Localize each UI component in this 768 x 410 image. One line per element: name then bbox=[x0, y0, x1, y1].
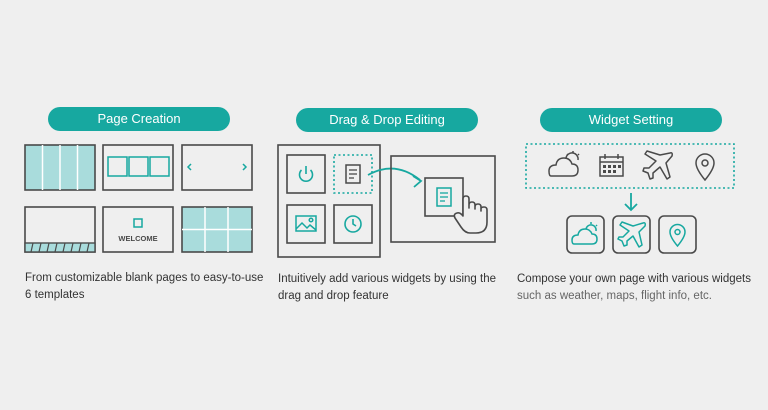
slider-template bbox=[181, 144, 253, 191]
document-icon bbox=[345, 164, 361, 184]
airplane-icon bbox=[642, 150, 673, 180]
widget-panel bbox=[277, 144, 381, 258]
footer-grid-template bbox=[24, 206, 96, 253]
page-creation-description: From customizable blank pages to easy-to… bbox=[25, 272, 264, 301]
widget-setting-description: Compose your own page with various widge… bbox=[517, 271, 757, 305]
dropped-document-icon bbox=[436, 187, 452, 207]
welcome-template: WELCOME bbox=[102, 206, 174, 253]
drag-drop-description: Intuitively add various widgets by using… bbox=[278, 273, 496, 302]
target-page bbox=[390, 155, 496, 243]
widget-setting-description-sub: such as weather, maps, flight info, etc. bbox=[517, 290, 712, 302]
selected-airplane-widget bbox=[612, 215, 651, 254]
grid-template bbox=[181, 206, 253, 253]
hand-cursor-icon bbox=[453, 195, 488, 234]
arrow-down-icon bbox=[624, 193, 638, 212]
location-pin-icon bbox=[695, 153, 715, 182]
four-column-template bbox=[24, 144, 96, 191]
weather-icon bbox=[548, 151, 580, 177]
section-title-page-creation: Page Creation bbox=[48, 107, 230, 131]
selected-weather-widget bbox=[566, 215, 605, 254]
power-icon bbox=[298, 166, 314, 182]
widget-setting-description-main: Compose your own page with various widge… bbox=[517, 273, 751, 285]
section-title-drag-drop: Drag & Drop Editing bbox=[296, 108, 478, 132]
available-widgets-tray bbox=[525, 143, 735, 189]
image-icon bbox=[295, 215, 317, 232]
drag-arrow-icon bbox=[367, 167, 423, 188]
selected-location-widget bbox=[658, 215, 697, 254]
clock-icon bbox=[344, 215, 362, 233]
section-title-widget-setting: Widget Setting bbox=[540, 108, 722, 132]
calendar-icon bbox=[599, 154, 624, 177]
welcome-label: WELCOME bbox=[118, 234, 157, 243]
three-box-template bbox=[102, 144, 174, 191]
